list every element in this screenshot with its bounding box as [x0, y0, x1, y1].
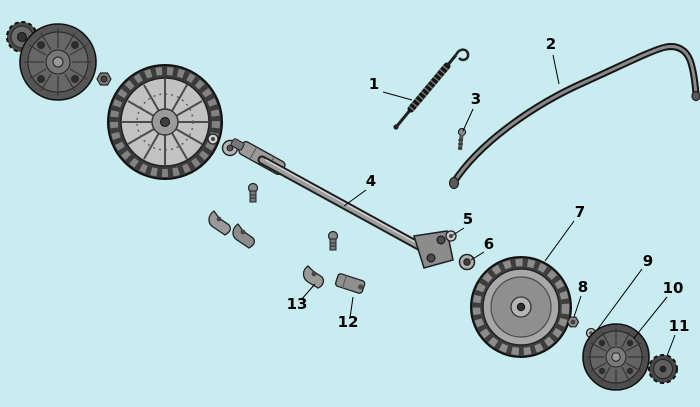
callout-leader-1	[382, 91, 413, 101]
callout-label-12: 12	[338, 313, 359, 331]
callout-leader-12	[349, 296, 354, 319]
callout-label-1: 1	[369, 75, 379, 93]
height-adjust-clamp-a	[208, 210, 232, 236]
cable-clamp	[302, 265, 325, 289]
flange-bolt-left	[247, 182, 259, 203]
callout-label-10: 10	[663, 279, 684, 297]
axle-nut	[566, 316, 580, 328]
callout-leader-2	[552, 54, 560, 85]
callout-label-3: 3	[471, 90, 481, 108]
callout-leader-5	[452, 227, 465, 236]
callout-leader-9	[596, 268, 643, 331]
callout-leader-11	[666, 334, 676, 357]
retaining-pin	[457, 127, 467, 151]
callout-label-5: 5	[463, 210, 473, 228]
callout-leader-4	[343, 189, 367, 207]
handle-tube	[448, 43, 700, 190]
callout-leader-10	[633, 296, 668, 339]
callout-label-11: 11	[669, 317, 690, 335]
callout-label-9: 9	[643, 252, 653, 270]
callout-leader-3	[462, 108, 474, 132]
axle-shaft	[257, 155, 454, 269]
flange-bolt-mid	[327, 230, 339, 251]
right-wheel	[470, 256, 572, 358]
callout-label-7: 7	[575, 203, 585, 221]
tube-end-cap-lower	[448, 176, 460, 190]
cable-hook-end	[454, 48, 470, 62]
left-wheel-cover	[19, 23, 97, 101]
left-washer-small	[207, 133, 219, 145]
right-hubcap-small	[648, 354, 678, 384]
washer-small	[445, 230, 457, 242]
height-adjust-clamp-b	[232, 223, 256, 249]
callout-label-2: 2	[546, 35, 556, 53]
right-cover-ribs	[587, 328, 645, 386]
callout-leader-7	[544, 220, 575, 262]
callout-leader-8	[573, 295, 582, 318]
callout-label-8: 8	[578, 278, 588, 296]
left-cover-ribs	[24, 28, 92, 96]
control-cable-spring	[393, 48, 470, 130]
washer-large	[458, 253, 476, 271]
callout-leader-6	[470, 251, 485, 261]
right-wheel-cover	[582, 323, 650, 391]
tube-end-cap-right	[691, 90, 700, 102]
coupling-sleeve	[334, 273, 366, 294]
left-wheel	[107, 64, 223, 180]
callout-label-13: 13	[287, 295, 308, 313]
callout-label-4: 4	[366, 172, 376, 190]
callout-label-6: 6	[484, 235, 494, 253]
left-hub-nut	[96, 72, 112, 86]
callout-leader-13	[300, 283, 316, 301]
